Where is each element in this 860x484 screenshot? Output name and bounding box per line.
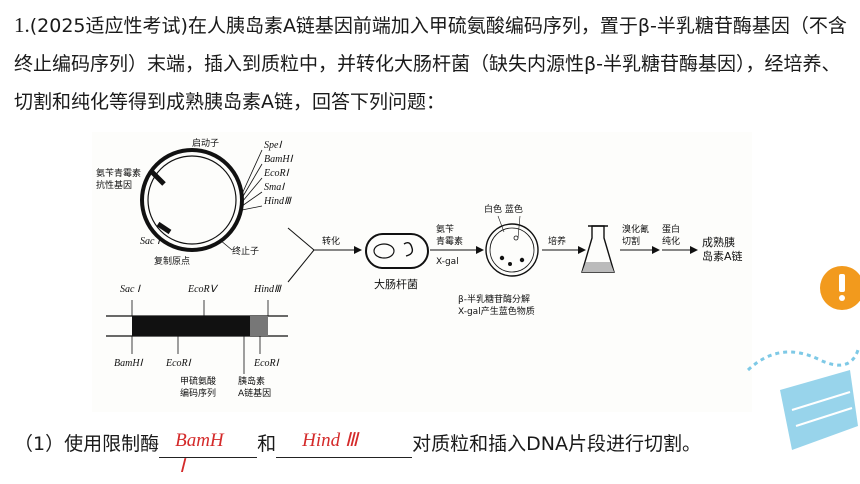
label-note-1: β-半乳糖苷酶分解 (458, 293, 530, 305)
frag-top-sac: Sac Ⅰ (120, 284, 141, 295)
label-ins-2: A链基因 (238, 387, 271, 399)
site-hind: HindⅢ (263, 196, 292, 207)
label-met-2: 编码序列 (180, 387, 216, 399)
frag-bot-ecor2: EcoRⅠ (253, 358, 280, 369)
label-purify-1: 蛋白 (662, 223, 680, 235)
question-number: 1. (14, 13, 30, 37)
label-terminator: 终止子 (232, 245, 259, 257)
ecoli-cell (365, 233, 429, 269)
label-product-2: 岛素A链 (702, 249, 743, 263)
label-product-1: 成熟胰 (702, 235, 735, 249)
question-text: 1.(2025适应性考试)在人胰岛素A链基因前端加入甲硫氨酸编码序列，置于β-半… (14, 6, 850, 121)
label-culture: 培养 (548, 235, 566, 247)
site-bamh: BamHⅠ (264, 154, 294, 165)
culture-plate (485, 215, 539, 277)
site-ecor: EcoRⅠ (263, 168, 290, 179)
label-resistance-2: 抗性基因 (96, 179, 132, 191)
diagram-svg: 启动子 氨苄青霉素 抗性基因 Sac Ⅰ 复制原点 终止子 SpeⅠ BamHⅠ… (96, 137, 743, 399)
answer-2: Hind Ⅲ (302, 429, 358, 451)
book-icon (780, 370, 858, 450)
label-met-1: 甲硫氨酸 (180, 375, 216, 387)
label-medium-1: 氨苄 (436, 223, 454, 235)
label-ins-1: 胰岛素 (238, 375, 265, 387)
answer-line: （1）使用限制酶 BamH Ⅰ 和 Hind Ⅲ 对质粒和插入DNA片段进行切割。 (14, 424, 860, 477)
label-ecoli: 大肠杆菌 (374, 277, 418, 291)
answer-blank-2[interactable]: Hind Ⅲ (276, 428, 413, 458)
frag-top-hind: HindⅢ (253, 284, 282, 295)
decoration (740, 250, 860, 484)
frag-top-ecorv: EcoRⅤ (187, 284, 219, 295)
label-cut-2: 切割 (622, 235, 640, 247)
answer-mid: 和 (257, 433, 277, 455)
question-source: (2025适应性考试) (29, 15, 188, 37)
flask (581, 225, 615, 273)
label-medium-2: 青霉素 (436, 235, 463, 247)
answer-prefix: （1）使用限制酶 (14, 433, 160, 455)
label-colony-colors: 白色 蓝色 (484, 203, 523, 215)
label-medium-3: X-gal (436, 257, 459, 267)
label-sac-plasmid: Sac Ⅰ (140, 236, 161, 247)
label-purify-2: 纯化 (662, 235, 680, 247)
frag-bot-bamh: BamHⅠ (114, 358, 144, 369)
decoration-svg (746, 266, 860, 450)
answer-1-line-2: Ⅰ (179, 455, 185, 477)
label-cut-1: 溴化氰 (622, 223, 649, 235)
label-transform: 转化 (322, 235, 340, 247)
label-resistance-1: 氨苄青霉素 (96, 167, 141, 179)
question-body: 在人胰岛素A链基因前端加入甲硫氨酸编码序列，置于β-半乳糖苷酶基因（不含终止编码… (14, 15, 847, 113)
answer-blank-1[interactable]: BamH Ⅰ (159, 428, 258, 477)
label-note-2: X-gal产生蓝色物质 (458, 305, 535, 317)
dna-fragment (106, 300, 288, 374)
label-promoter: 启动子 (192, 137, 219, 149)
frag-bot-ecor1: EcoRⅠ (165, 358, 192, 369)
plasmid (140, 148, 263, 252)
label-origin: 复制原点 (154, 255, 190, 267)
answer-1-line-1: BamH (175, 429, 224, 451)
site-spe: SpeⅠ (264, 140, 282, 151)
experiment-diagram: 启动子 氨苄青霉素 抗性基因 Sac Ⅰ 复制原点 终止子 SpeⅠ BamHⅠ… (92, 132, 752, 412)
answer-suffix: 对质粒和插入DNA片段进行切割。 (412, 433, 701, 455)
site-sma: SmaⅠ (264, 182, 285, 193)
